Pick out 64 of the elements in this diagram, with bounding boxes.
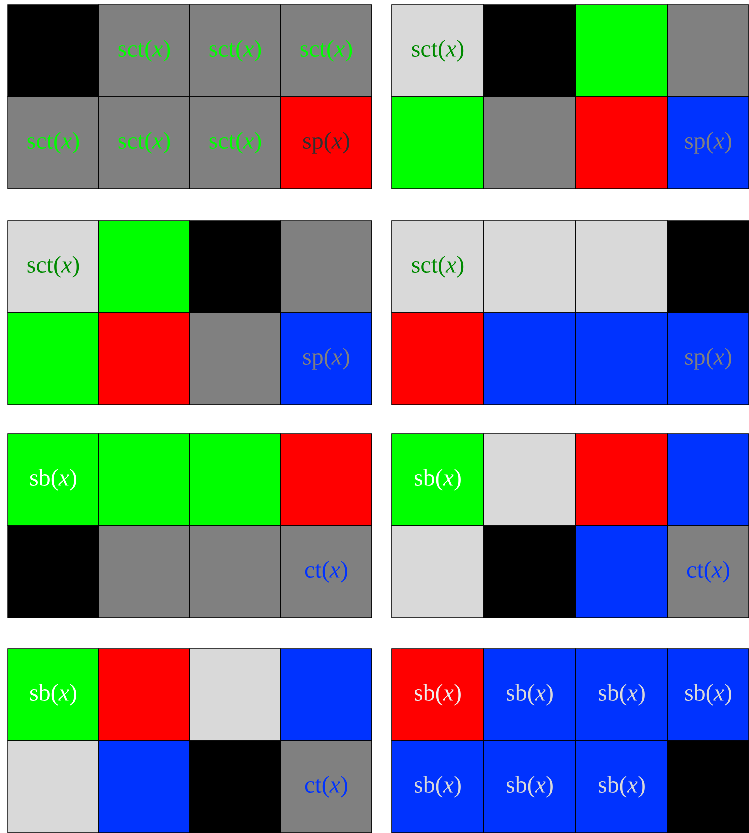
color-cell [98, 526, 190, 618]
color-cell [190, 526, 282, 618]
color-cell [484, 96, 576, 190]
labeled-cell: sb(x) [392, 648, 484, 742]
color-cell [98, 434, 190, 526]
labeled-cell: sb(x) [484, 740, 576, 833]
labeled-cell: sb(x) [576, 648, 668, 742]
color-cell [190, 648, 282, 742]
color-cell [190, 434, 282, 526]
labeled-cell: sct(x) [98, 4, 190, 98]
color-cell [484, 220, 576, 314]
labeled-cell: ct(x) [280, 740, 372, 833]
color-cell [190, 740, 282, 833]
labeled-cell: sp(x) [280, 96, 372, 190]
color-cell [8, 4, 100, 98]
labeled-cell: sct(x) [280, 4, 372, 98]
labeled-cell: sct(x) [8, 96, 100, 190]
color-cell [576, 526, 668, 618]
labeled-cell: ct(x) [668, 526, 749, 618]
color-cell [576, 220, 668, 314]
color-cell [190, 220, 282, 314]
labeled-cell: ct(x) [280, 526, 372, 618]
labeled-cell: sct(x) [98, 96, 190, 190]
color-cell [98, 740, 190, 833]
color-cell [8, 526, 100, 618]
color-cell [98, 312, 190, 406]
color-cell [484, 312, 576, 406]
color-cell [392, 312, 484, 406]
labeled-cell: sb(x) [576, 740, 668, 833]
color-cell [484, 4, 576, 98]
color-cell [8, 740, 100, 833]
color-cell [280, 434, 372, 526]
color-cell [484, 526, 576, 618]
labeled-cell: sb(x) [8, 648, 100, 742]
labeled-cell: sp(x) [280, 312, 372, 406]
color-cell [392, 526, 484, 618]
color-cell [576, 96, 668, 190]
labeled-cell: sp(x) [668, 312, 749, 406]
labeled-cell: sct(x) [190, 4, 282, 98]
labeled-cell: sct(x) [8, 220, 100, 314]
labeled-cell: sp(x) [668, 96, 749, 190]
color-cell [668, 740, 749, 833]
color-cell [576, 4, 668, 98]
color-cell [576, 434, 668, 526]
color-cell [668, 434, 749, 526]
color-cell [484, 434, 576, 526]
labeled-cell: sct(x) [392, 220, 484, 314]
color-cell [98, 220, 190, 314]
labeled-cell: sb(x) [668, 648, 749, 742]
color-cell [668, 220, 749, 314]
color-cell [98, 648, 190, 742]
labeled-cell: sct(x) [190, 96, 282, 190]
color-cell [392, 96, 484, 190]
color-cell [8, 312, 100, 406]
labeled-cell: sb(x) [392, 740, 484, 833]
color-cell [668, 4, 749, 98]
labeled-cell: sb(x) [484, 648, 576, 742]
color-cell [280, 220, 372, 314]
labeled-cell: sb(x) [8, 434, 100, 526]
labeled-cell: sb(x) [392, 434, 484, 526]
color-cell [190, 312, 282, 406]
labeled-cell: sct(x) [392, 4, 484, 98]
color-cell [576, 312, 668, 406]
color-cell [280, 648, 372, 742]
